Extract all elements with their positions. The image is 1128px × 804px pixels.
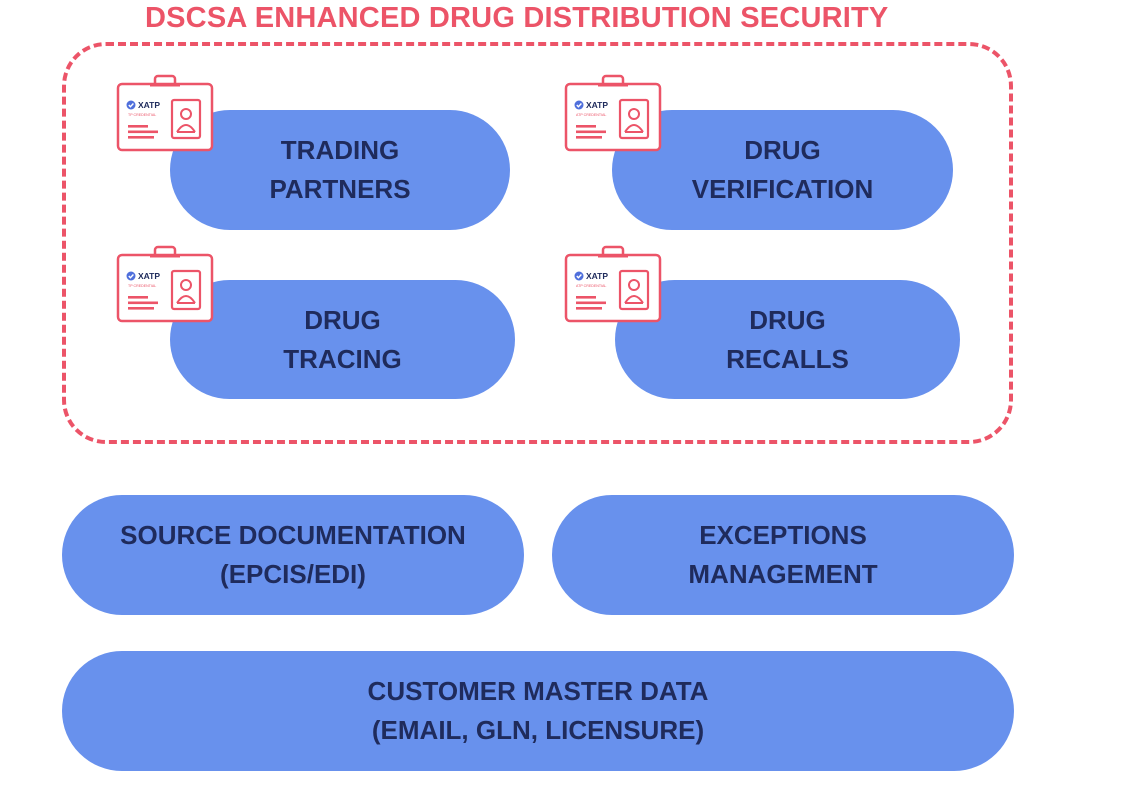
- pill-line: DRUG: [744, 135, 821, 165]
- svg-text:ATP CREDENTIAL: ATP CREDENTIAL: [576, 113, 606, 117]
- trading-partners-pill: TRADING PARTNERS: [170, 110, 510, 230]
- svg-text:TP CREDENTIAL: TP CREDENTIAL: [128, 284, 156, 288]
- pill-line: PARTNERS: [269, 174, 411, 204]
- customer-master-data-pill: CUSTOMER MASTER DATA (EMAIL, GLN, LICENS…: [62, 651, 1014, 771]
- source-documentation-pill: SOURCE DOCUMENTATION (EPCIS/EDI): [62, 495, 524, 615]
- pill-line: (EMAIL, GLN, LICENSURE): [371, 715, 705, 745]
- pill-line: (EPCIS/EDI): [220, 559, 366, 589]
- pill-line: MANAGEMENT: [688, 559, 878, 589]
- pill-line: TRACING: [283, 343, 402, 374]
- svg-text:XATP: XATP: [586, 100, 608, 110]
- pill-line: TRADING: [280, 135, 400, 165]
- pill-line: EXCEPTIONS: [699, 520, 867, 550]
- diagram-title: DSCSA ENHANCED DRUG DISTRIBUTION SECURIT…: [145, 2, 889, 34]
- svg-text:XATP: XATP: [138, 100, 160, 110]
- drug-recalls-pill: DRUG RECALLS: [615, 280, 960, 399]
- svg-text:XATP: XATP: [586, 271, 608, 281]
- pill-line: DRUG: [304, 304, 381, 335]
- pill-line: VERIFICATION: [691, 174, 874, 204]
- svg-text:TP CREDENTIAL: TP CREDENTIAL: [128, 113, 156, 117]
- drug-verification-pill: DRUG VERIFICATION: [612, 110, 953, 230]
- pill-line: CUSTOMER MASTER DATA: [367, 676, 709, 706]
- exceptions-management-pill: EXCEPTIONS MANAGEMENT: [552, 495, 1014, 615]
- svg-text:ATP CREDENTIAL: ATP CREDENTIAL: [576, 284, 606, 288]
- pill-line: DRUG: [749, 304, 826, 335]
- drug-tracing-pill: DRUG TRACING: [170, 280, 515, 399]
- credential-badge-icon: XATP TP CREDENTIAL: [116, 245, 214, 325]
- svg-text:XATP: XATP: [138, 271, 160, 281]
- pill-line: SOURCE DOCUMENTATION: [120, 520, 466, 550]
- credential-badge-icon: XATP ATP CREDENTIAL: [564, 245, 662, 325]
- credential-badge-icon: XATP TP CREDENTIAL: [116, 74, 214, 154]
- security-boundary: [62, 42, 1013, 444]
- pill-line: RECALLS: [726, 343, 849, 374]
- credential-badge-icon: XATP ATP CREDENTIAL: [564, 74, 662, 154]
